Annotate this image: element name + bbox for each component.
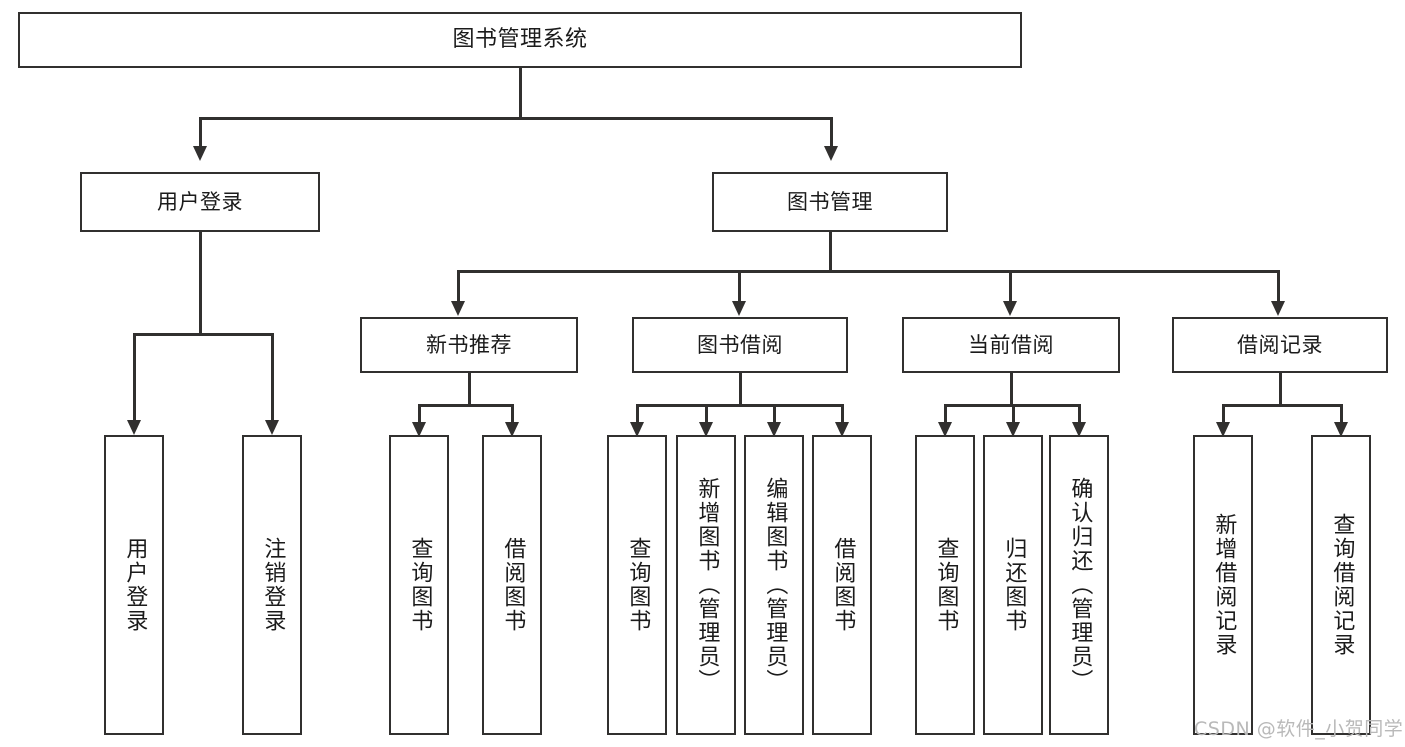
connector-record-stem — [1279, 373, 1282, 406]
node-label: 借阅图书 — [500, 537, 526, 633]
node-label: 图书管理 — [787, 189, 873, 214]
arrowhead-current-to-confirm — [1072, 422, 1086, 437]
connector-root-to-user-login — [199, 117, 202, 147]
connector-recommend-to-query — [418, 404, 421, 424]
node-label: 用户登录 — [122, 537, 148, 633]
arrowhead-user-login-to-login — [127, 420, 141, 435]
node-label: 图书借阅 — [697, 332, 783, 357]
node-label: 新增借阅记录 — [1211, 513, 1237, 657]
node-label: 借阅记录 — [1237, 332, 1323, 357]
connector-current-to-query — [944, 404, 947, 424]
connector-user-login-bus — [133, 333, 273, 336]
arrowhead-book-manage-to-current — [1003, 301, 1017, 316]
node-leaf-edit-book[interactable]: 编辑图书（管理员） — [744, 435, 804, 735]
node-book-borrow[interactable]: 图书借阅 — [632, 317, 848, 373]
connector-bookborrow-stem — [739, 373, 742, 406]
node-label: 图书管理系统 — [452, 27, 588, 53]
connector-book-manage-to-current — [1009, 270, 1012, 302]
node-label: 查询图书 — [933, 537, 959, 633]
connector-record-to-add — [1222, 404, 1225, 424]
arrowhead-root-to-book-manage — [824, 146, 838, 161]
node-leaf-logout[interactable]: 注销登录 — [242, 435, 302, 735]
node-new-book-recommend[interactable]: 新书推荐 — [360, 317, 578, 373]
arrowhead-current-to-query — [938, 422, 952, 437]
node-label: 归还图书 — [1001, 537, 1027, 633]
connector-root-to-book-manage — [830, 117, 833, 147]
arrowhead-bookborrow-to-edit — [767, 422, 781, 437]
arrowhead-record-to-query — [1334, 422, 1348, 437]
connector-book-manage-stem — [829, 232, 832, 272]
node-book-manage[interactable]: 图书管理 — [712, 172, 948, 232]
node-root-system[interactable]: 图书管理系统 — [18, 12, 1022, 68]
arrowhead-book-manage-to-recommend — [451, 301, 465, 316]
connector-recommend-bus — [418, 404, 513, 407]
node-leaf-add-book[interactable]: 新增图书（管理员） — [676, 435, 736, 735]
connector-current-stem — [1010, 373, 1013, 406]
connector-book-manage-to-recommend — [457, 270, 460, 302]
connector-book-manage-to-record — [1277, 270, 1280, 302]
node-borrow-record[interactable]: 借阅记录 — [1172, 317, 1388, 373]
connector-root-stem — [519, 68, 522, 118]
node-leaf-confirm-return[interactable]: 确认归还（管理员） — [1049, 435, 1109, 735]
node-label: 查询借阅记录 — [1329, 513, 1355, 657]
connector-current-to-return — [1012, 404, 1015, 424]
node-user-login[interactable]: 用户登录 — [80, 172, 320, 232]
node-leaf-query-book-1[interactable]: 查询图书 — [389, 435, 449, 735]
connector-user-login-to-logout — [271, 333, 274, 421]
node-label: 新书推荐 — [426, 332, 512, 357]
arrowhead-bookborrow-to-query — [630, 422, 644, 437]
node-leaf-login[interactable]: 用户登录 — [104, 435, 164, 735]
arrowhead-recommend-to-query — [412, 422, 426, 437]
connector-bookborrow-to-edit — [773, 404, 776, 424]
connector-book-manage-bus — [457, 270, 1279, 273]
arrowhead-bookborrow-to-add — [699, 422, 713, 437]
connector-bookborrow-to-add — [705, 404, 708, 424]
arrowhead-book-manage-to-borrow — [732, 301, 746, 316]
node-leaf-query-book-2[interactable]: 查询图书 — [607, 435, 667, 735]
connector-user-login-to-login — [133, 333, 136, 421]
node-label: 编辑图书（管理员） — [762, 477, 788, 693]
arrowhead-user-login-to-logout — [265, 420, 279, 435]
arrowhead-current-to-return — [1006, 422, 1020, 437]
connector-recommend-to-borrow — [511, 404, 514, 424]
node-leaf-query-borrow-record[interactable]: 查询借阅记录 — [1311, 435, 1371, 735]
node-label: 确认归还（管理员） — [1067, 477, 1093, 693]
connector-bookborrow-to-query — [636, 404, 639, 424]
connector-recommend-stem — [468, 373, 471, 406]
connector-record-to-query — [1340, 404, 1343, 424]
arrowhead-book-manage-to-record — [1271, 301, 1285, 316]
connector-root-bus — [199, 117, 833, 120]
connector-record-bus — [1222, 404, 1342, 407]
arrowhead-root-to-user-login — [193, 146, 207, 161]
connector-user-login-stem — [199, 232, 202, 335]
arrowhead-bookborrow-to-borrow — [835, 422, 849, 437]
arrowhead-recommend-to-borrow — [505, 422, 519, 437]
node-label: 当前借阅 — [968, 332, 1054, 357]
node-current-borrow[interactable]: 当前借阅 — [902, 317, 1120, 373]
node-leaf-return-book[interactable]: 归还图书 — [983, 435, 1043, 735]
node-leaf-add-borrow-record[interactable]: 新增借阅记录 — [1193, 435, 1253, 735]
node-leaf-borrow-book-1[interactable]: 借阅图书 — [482, 435, 542, 735]
connector-bookborrow-bus — [636, 404, 842, 407]
node-leaf-borrow-book-2[interactable]: 借阅图书 — [812, 435, 872, 735]
node-leaf-query-book-3[interactable]: 查询图书 — [915, 435, 975, 735]
connector-book-manage-to-borrow — [738, 270, 741, 302]
node-label: 新增图书（管理员） — [694, 477, 720, 693]
node-label: 借阅图书 — [830, 537, 856, 633]
node-label: 查询图书 — [407, 537, 433, 633]
connector-bookborrow-to-borrow — [841, 404, 844, 424]
arrowhead-record-to-add — [1216, 422, 1230, 437]
node-label: 注销登录 — [260, 537, 286, 633]
connector-current-to-confirm — [1078, 404, 1081, 424]
node-label: 用户登录 — [157, 189, 243, 214]
node-label: 查询图书 — [625, 537, 651, 633]
